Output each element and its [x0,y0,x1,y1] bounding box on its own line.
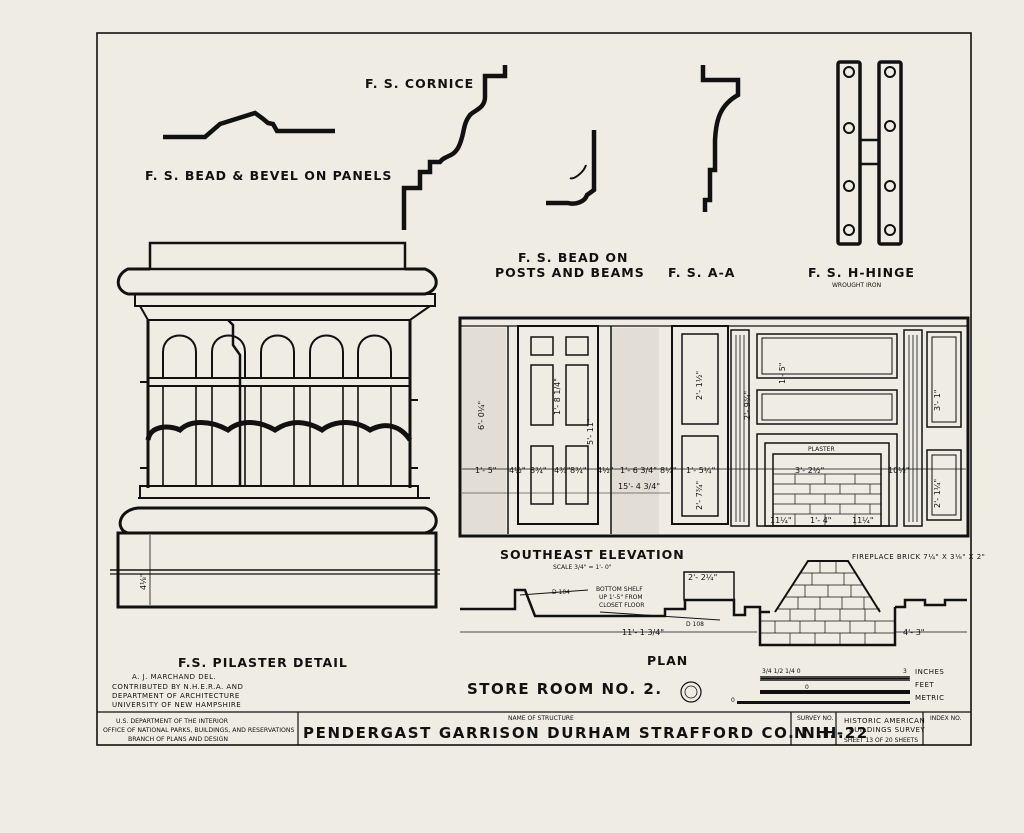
bead-posts-label-2: POSTS AND BEAMS [495,265,645,280]
credit-line-4: UNIVERSITY OF NEW HAMPSHIRE [112,701,241,709]
svg-text:5'- 11": 5'- 11" [586,418,595,445]
name-caption: NAME OF STRUCTURE [508,715,574,722]
svg-text:10½": 10½" [888,466,910,475]
plaster-label: PLASTER [808,446,835,453]
bead-posts-profile [546,130,597,206]
wrought-iron-label: WROUGHT IRON [832,282,881,289]
svg-text:3: 3 [903,668,907,675]
fs-aa-label: F. S. A-A [668,265,735,280]
svg-text:3'- 2½": 3'- 2½" [795,466,824,475]
sheet-border [96,32,972,746]
elevation-dimensions: 1'- 5" 4½" 8¾" 4¾" 8¾" 4½" 1'- 6 3/4" 15… [475,363,942,526]
svg-text:FEET: FEET [915,681,934,689]
habs-seal-icon [680,681,702,703]
habs-line-1: HISTORIC AMERICAN [844,717,925,725]
svg-text:INCHES: INCHES [915,668,944,676]
svg-text:1'- 6 3/4": 1'- 6 3/4" [620,466,657,475]
h-hinge-drawing [836,60,903,246]
svg-text:1'- 5": 1'- 5" [778,363,787,385]
svg-text:0: 0 [805,684,809,691]
structure-name: PENDERGAST GARRISON DURHAM STRAFFORD CO.… [303,724,845,742]
svg-text:0: 0 [731,697,735,704]
pilaster-detail [110,241,440,609]
scale-bars: 3/4 1/2 1/4 0 3 INCHES 0 FEET 0 METRIC [731,668,945,704]
plan-label: PLAN [647,653,688,668]
plan-brick-pattern [760,561,895,645]
svg-text:1'- 8 1/4": 1'- 8 1/4" [553,378,562,415]
fireplace-brick-label: FIREPLACE BRICK 7¼" X 3⅛" X 2" [852,553,985,561]
svg-text:4½": 4½" [509,466,526,475]
pilaster-height-dim: 4⅛" [139,573,148,590]
survey-number: N.H.-22 [794,724,869,742]
bead-posts-label-1: F. S. BEAD ON [518,250,628,265]
bead-bevel-label: F. S. BEAD & BEVEL ON PANELS [145,168,392,183]
svg-text:1'- 5¼": 1'- 5¼" [686,466,715,475]
southeast-elevation [458,316,970,538]
bottom-shelf-label-1: BOTTOM SHELF [596,586,643,593]
bottom-shelf-label-2: UP 1'-5" FROM [599,594,643,601]
svg-text:3'- 1": 3'- 1" [933,390,942,412]
svg-text:3/4 1/2 1/4 0: 3/4 1/2 1/4 0 [762,668,801,675]
svg-text:6'- 0¼": 6'- 0¼" [477,401,486,430]
svg-text:1'- 4": 1'- 4" [810,516,832,525]
svg-text:8¾": 8¾" [570,466,587,475]
southeast-scale: SCALE 3/4" = 1'- 0" [553,564,612,571]
fs-aa-profile [700,65,741,212]
credit-line-3: DEPARTMENT OF ARCHITECTURE [112,692,240,700]
bead-bevel-profile [163,110,335,140]
svg-text:8¾": 8¾" [530,466,547,475]
agency-line-2: OFFICE OF NATIONAL PARKS, BUILDINGS, AND… [103,727,295,734]
southeast-label: SOUTHEAST ELEVATION [500,547,685,562]
store-room-title: STORE ROOM NO. 2. [467,680,663,698]
svg-text:METRIC: METRIC [915,694,945,702]
plan-dim-overall: 11'- 1 3/4" [622,628,664,637]
svg-text:4½": 4½" [597,466,614,475]
credit-line-1: A. J. MARCHAND DEL. [132,673,216,681]
brick-pattern [773,473,881,526]
svg-text:2'- 7¾": 2'- 7¾" [695,481,704,510]
cornice-label: F. S. CORNICE [365,76,474,91]
door-d104-label: D 104 [552,589,570,596]
svg-text:8¼": 8¼" [660,466,677,475]
credit-line-2: CONTRIBUTED BY N.H.E.R.A. AND [112,683,243,691]
svg-text:11¼": 11¼" [770,516,792,525]
svg-text:15'- 4 3/4": 15'- 4 3/4" [618,482,660,491]
pilaster-label: F.S. PILASTER DETAIL [178,655,348,670]
plan-drawing [460,560,967,647]
habs-line-2: BUILDINGS SURVEY [849,726,925,734]
bottom-shelf-label-3: CLOSET FLOOR [599,602,644,609]
plan-dim-hearth: 4'- 3" [903,628,925,637]
svg-text:2'- 1¼": 2'- 1¼" [933,479,942,508]
title-block [297,712,924,745]
door-d108-label: D 108 [686,621,704,628]
cornice-profile [401,65,508,230]
agency-line-3: BRANCH OF PLANS AND DESIGN [128,736,228,743]
index-caption: INDEX NO. [930,715,962,722]
h-hinge-label: F. S. H-HINGE [808,265,915,280]
svg-text:1'- 5": 1'- 5" [475,466,497,475]
svg-text:11¼": 11¼" [852,516,874,525]
sheet-number: SHEET 13 OF 20 SHEETS [844,737,918,744]
survey-caption: SURVEY NO. [797,715,833,722]
plan-dim-closet: 2'- 2¼" [688,573,717,582]
svg-text:4¾": 4¾" [554,466,571,475]
agency-line-1: U.S. DEPARTMENT OF THE INTERIOR [116,718,229,725]
svg-text:2'- 1½": 2'- 1½" [695,371,704,400]
svg-text:2'- 9¾": 2'- 9¾" [743,391,752,420]
